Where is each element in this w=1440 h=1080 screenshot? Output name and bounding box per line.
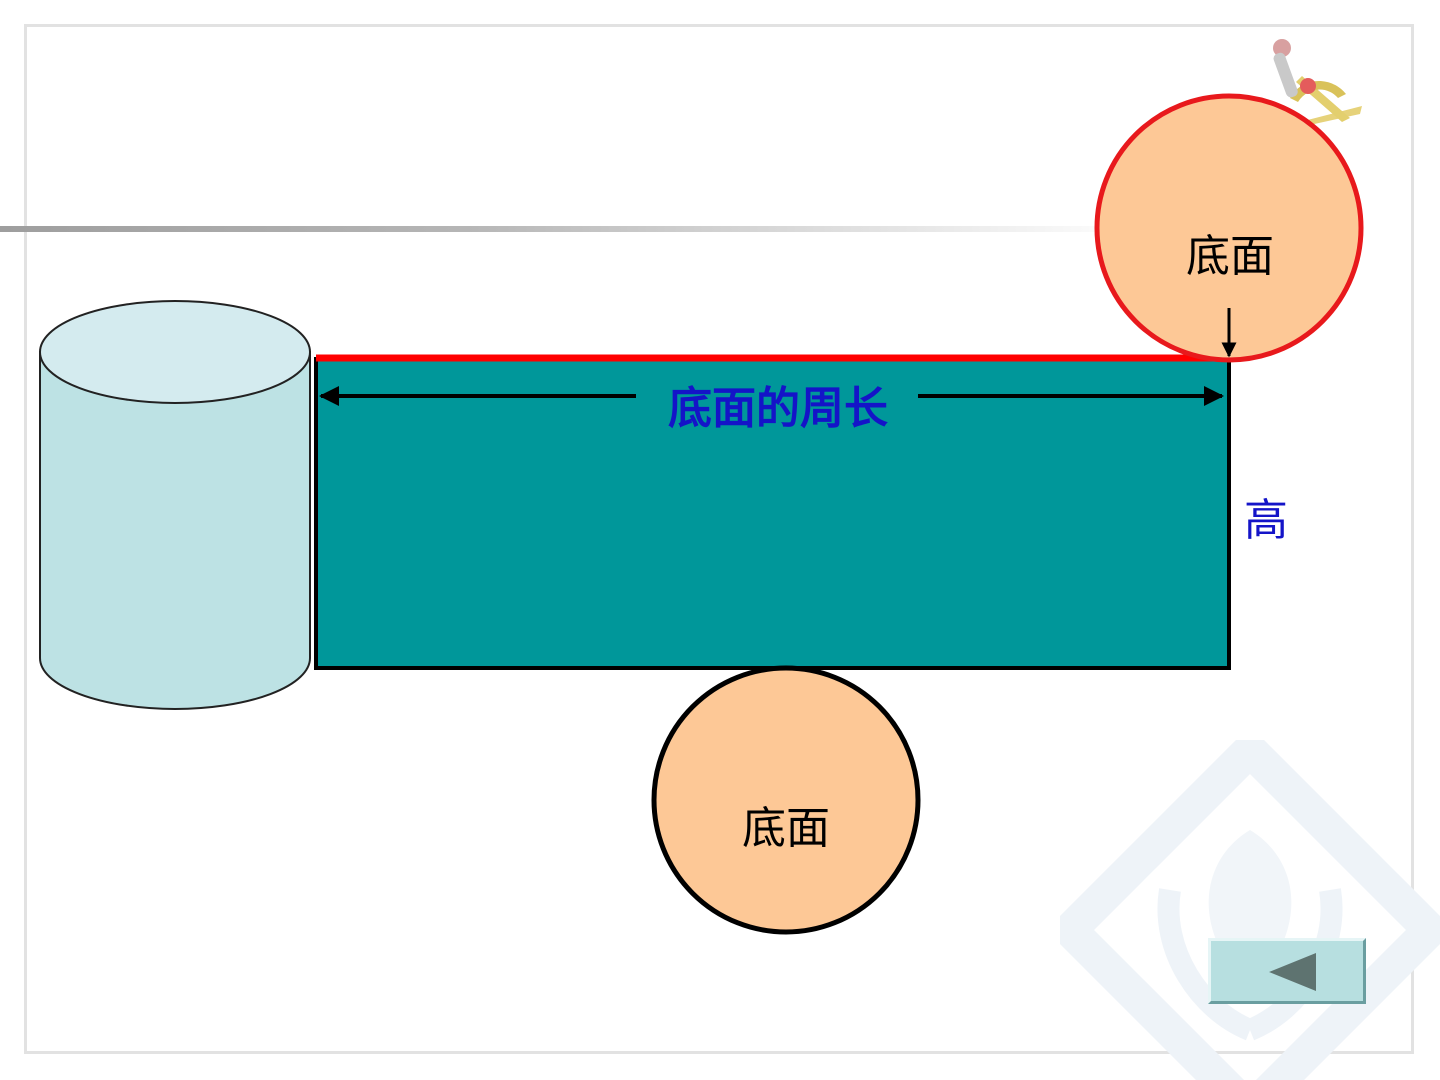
cylinder (39, 300, 311, 710)
top-base-circle (1094, 93, 1364, 363)
header-divider (0, 226, 1140, 232)
slide-frame (24, 24, 1414, 1054)
height-label: 高 (1244, 495, 1288, 546)
bottom-base-circle (651, 665, 921, 935)
back-button[interactable] (1208, 938, 1366, 1004)
triangle-left-icon (1269, 953, 1316, 991)
bottom-circle-label: 底面 (742, 803, 830, 854)
perimeter-label: 底面的周长 (640, 372, 916, 436)
tools-logo-icon (1273, 39, 1362, 128)
top-circle-label: 底面 (1186, 231, 1274, 282)
